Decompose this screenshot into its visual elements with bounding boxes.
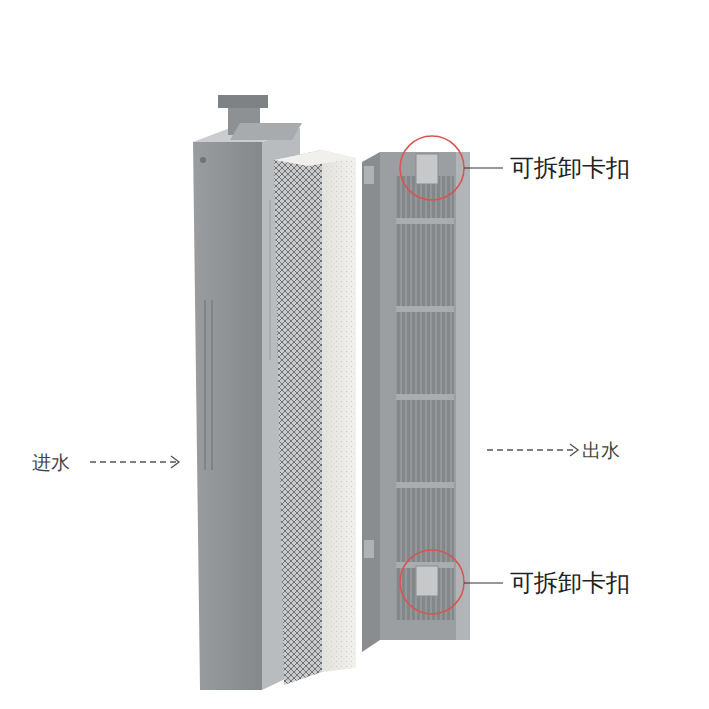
leader-line (464, 168, 503, 583)
part-label: 可拆卸卡扣 (510, 155, 630, 181)
flow-arrow (90, 444, 578, 468)
flow-label: 出水 (582, 440, 620, 461)
callout-circle (400, 136, 464, 614)
flow-label: 进水 (32, 452, 70, 473)
outlet-frame (362, 152, 470, 652)
part-label: 可拆卸卡扣 (510, 570, 630, 596)
filter-media (274, 150, 356, 685)
